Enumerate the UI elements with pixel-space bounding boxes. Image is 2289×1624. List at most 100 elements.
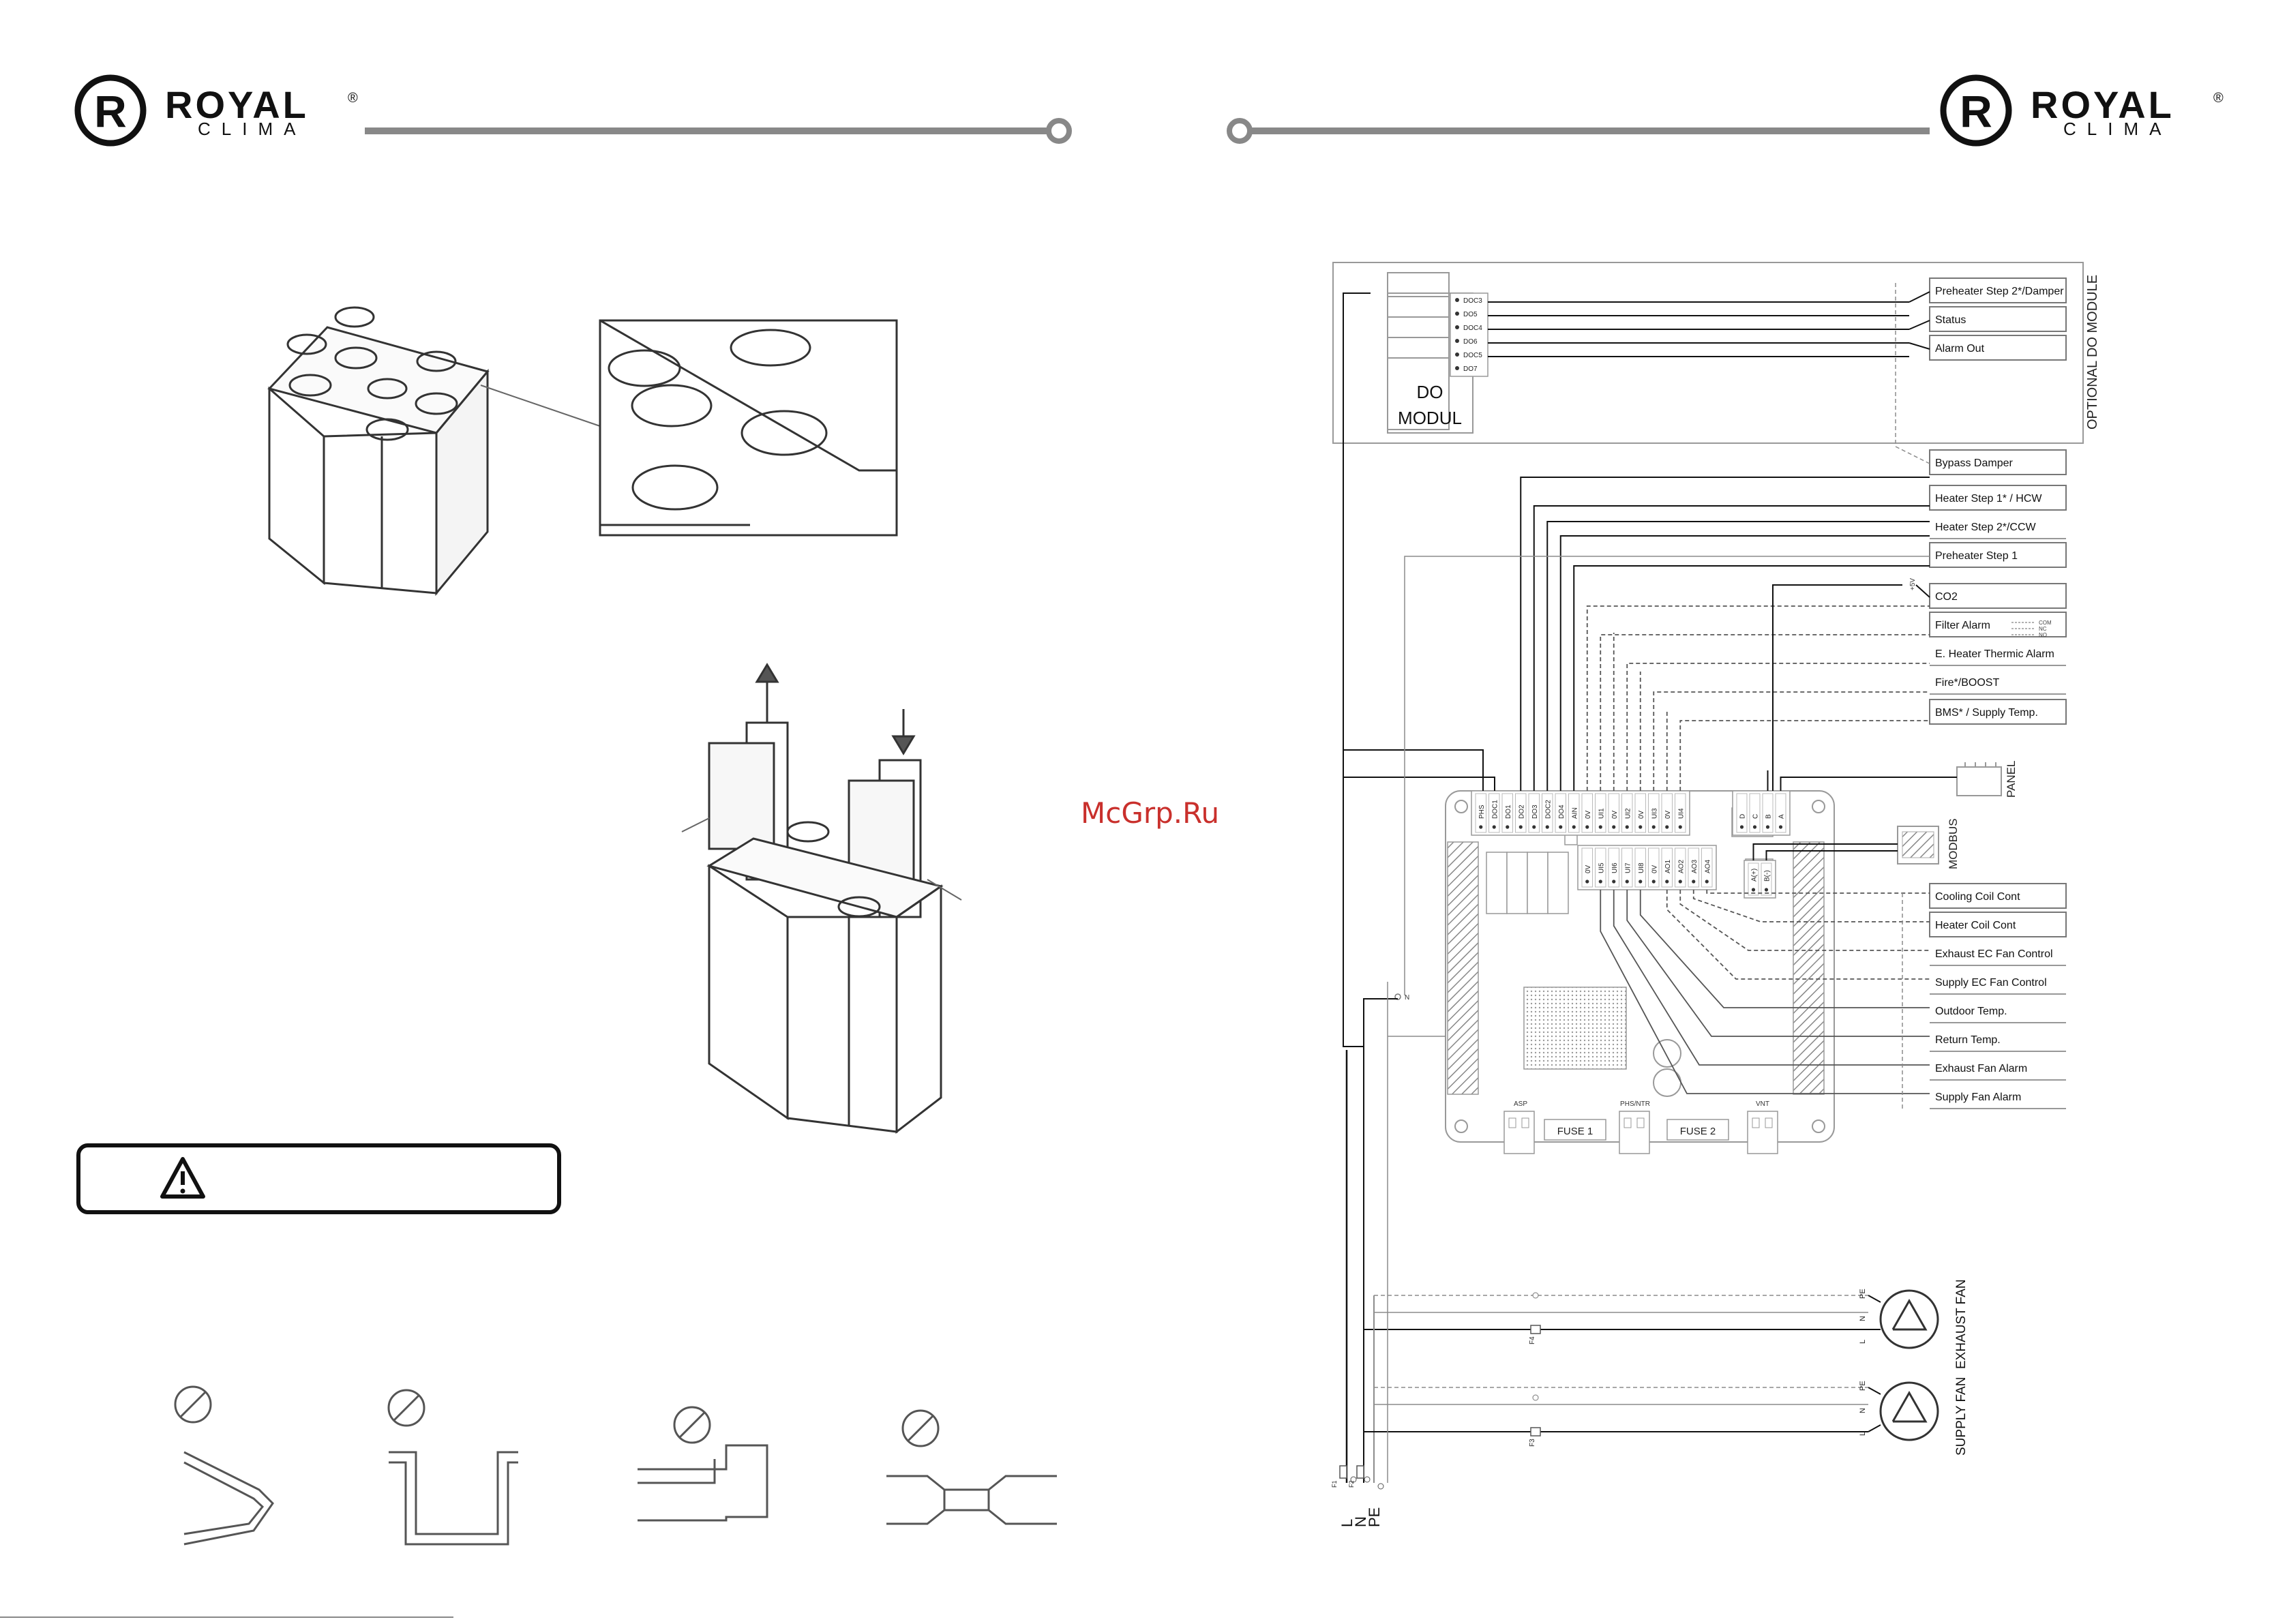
terminal	[1488, 793, 1500, 833]
label-box	[1929, 542, 2067, 568]
mains-fuse	[1339, 1465, 1347, 1479]
modbus-device: MODBUS	[1897, 818, 1960, 869]
terminal-screw	[1678, 825, 1682, 829]
terminal-label: 0V	[1611, 810, 1619, 819]
label-output-top: Preheater Step 2*/Damper	[1935, 286, 2064, 297]
wire	[1868, 1295, 1881, 1303]
fan-terminal: PE	[1859, 1289, 1867, 1299]
terminal-label: AO1	[1664, 860, 1672, 873]
label-box	[1929, 883, 2067, 909]
terminal-label: C	[1752, 814, 1760, 819]
pin-dot	[1455, 352, 1459, 357]
terminal-screw	[1612, 879, 1616, 884]
label-output-top: Status	[1935, 314, 1966, 326]
terminal-label: 0V	[1585, 864, 1592, 873]
terminal-label: UI2	[1624, 808, 1632, 819]
fan-node	[1532, 1394, 1539, 1401]
terminal-screw	[1612, 825, 1616, 829]
fan-terminal: N	[1859, 1316, 1867, 1321]
mains-line-label: L	[1338, 1519, 1356, 1527]
wire	[1895, 446, 1930, 464]
mains-fuse-label: F1	[1331, 1480, 1338, 1488]
terminal	[1761, 862, 1772, 896]
terminal-screw	[1665, 879, 1669, 884]
terminal-screw	[1651, 825, 1656, 829]
terminal-screw	[1752, 825, 1757, 829]
unit-illustration-top	[267, 306, 601, 597]
mains-terminal	[1377, 1483, 1384, 1490]
prohibited-icon	[174, 1385, 212, 1424]
terminal-label: UI3	[1651, 808, 1658, 819]
do-pin-label: DO6	[1463, 338, 1478, 346]
label-analog-output: Heater Coil Cont	[1935, 920, 2016, 931]
terminal-screw	[1479, 825, 1483, 829]
terminal-label: UI4	[1677, 808, 1685, 819]
terminal	[1568, 793, 1580, 833]
terminal-label: AO2	[1677, 860, 1685, 873]
label-box	[1929, 485, 2067, 511]
mains-terminal	[1364, 1476, 1371, 1483]
brand-sub: CLIMA	[198, 119, 306, 139]
pin-dot	[1455, 366, 1459, 370]
terminal-label: PHS	[1478, 805, 1486, 819]
unit-detail-zoom	[599, 319, 898, 537]
do-pin-label: DOC3	[1463, 297, 1482, 305]
mains-fuse-label: F2	[1348, 1480, 1355, 1488]
terminal	[1621, 793, 1633, 833]
terminal-label: UI8	[1638, 862, 1645, 873]
terminal-label: A(+)	[1751, 869, 1759, 882]
terminal-screw	[1678, 879, 1682, 884]
terminal	[1621, 847, 1633, 888]
terminal	[1595, 793, 1606, 833]
terminal-screw	[1492, 825, 1496, 829]
mains-fuse	[1356, 1465, 1364, 1479]
wire	[1765, 850, 1898, 860]
terminal	[1634, 847, 1646, 888]
label-box	[1929, 335, 2067, 361]
do-pin-label: DO5	[1463, 311, 1478, 318]
terminal	[1661, 847, 1673, 888]
exhaust-fan-motor: EXHAUST FAN	[1879, 1279, 1969, 1369]
label-sensor: Return Temp.	[1935, 1034, 2001, 1046]
terminal	[1736, 793, 1748, 833]
terminal-label: DO3	[1531, 805, 1539, 819]
pin-dot	[1455, 298, 1459, 302]
wire	[1653, 691, 1930, 791]
label-box	[1929, 306, 2067, 332]
label-analog-output: Exhaust EC Fan Control	[1935, 948, 2053, 960]
wire	[1626, 663, 1930, 791]
logo-left: R ROYAL ® CLIMA	[74, 74, 358, 147]
header-rule-left	[365, 118, 1072, 144]
terminal-screw	[1739, 825, 1744, 829]
terminal-label: DO1	[1505, 805, 1512, 819]
terminal-screw	[1651, 879, 1656, 884]
label-input: Fire*/BOOST	[1935, 677, 1999, 689]
terminal	[1648, 847, 1660, 888]
label-output-mid: Heater Step 2*/CCW	[1935, 522, 2037, 533]
optional-module-frame	[1332, 262, 2084, 444]
logo-letter: R	[94, 86, 127, 136]
wire	[1706, 890, 1930, 894]
terminal-screw	[1585, 879, 1589, 884]
supply-fan-motor: SUPPLY FAN	[1879, 1377, 1969, 1456]
terminal-label: DO4	[1558, 805, 1566, 819]
pin-dot	[1455, 339, 1459, 343]
fan-terminal: L	[1859, 1340, 1867, 1344]
wire	[1679, 890, 1930, 951]
duct-routing-icons	[174, 1385, 1057, 1546]
terminal-screw	[1705, 879, 1709, 884]
terminal	[1675, 793, 1686, 833]
terminal-label: 0V	[1638, 810, 1645, 819]
fan-fuse	[1530, 1325, 1541, 1334]
contact-no: NO	[2039, 632, 2047, 638]
fuse-1: FUSE 1	[1544, 1119, 1606, 1141]
terminal	[1748, 862, 1759, 896]
label-analog-output: Supply EC Fan Control	[1935, 977, 2047, 989]
terminal-label: D	[1739, 814, 1747, 819]
